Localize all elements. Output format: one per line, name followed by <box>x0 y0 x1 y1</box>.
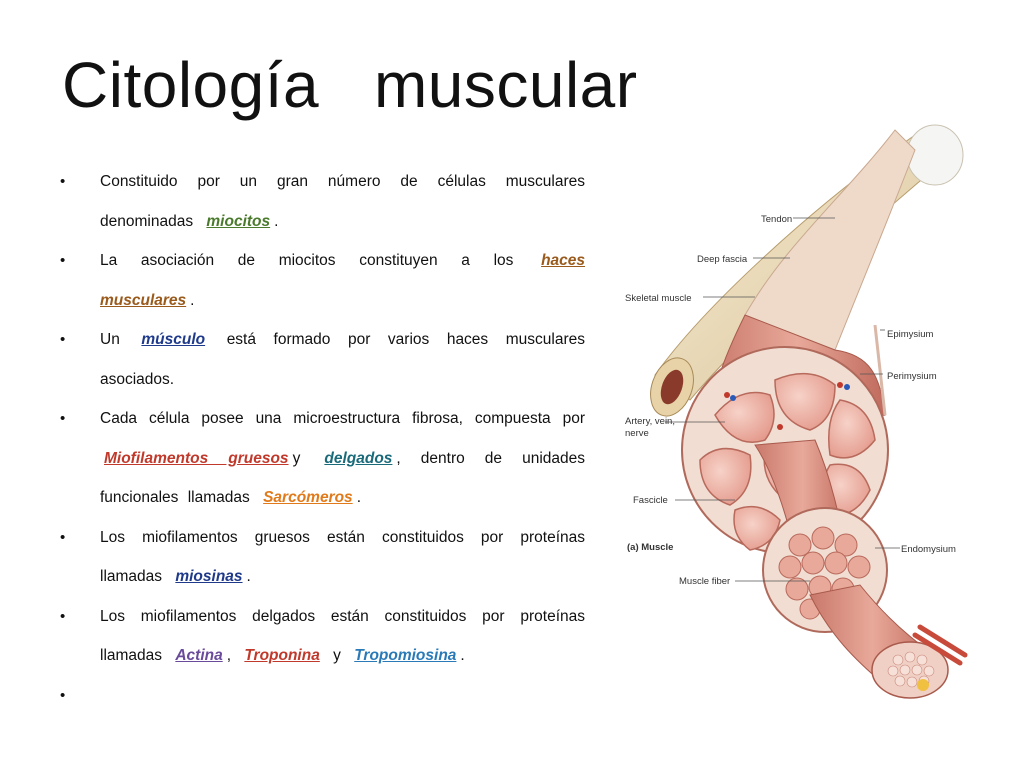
bullet-text: La asociación de miocitos constituyen a … <box>100 252 514 269</box>
bullet-item: • Cada célula posee una microestructura … <box>60 399 585 518</box>
label-muscle-fiber: Muscle fiber <box>679 576 730 587</box>
bullet-dot: • <box>60 607 66 625</box>
label-nerve: nerve <box>625 428 649 439</box>
bullet-text: Constituido por un gran número de célula… <box>100 173 585 230</box>
bullet-text: . <box>274 212 279 230</box>
muscle-fiber-drawing <box>809 584 968 699</box>
bullet-text: . <box>356 489 361 506</box>
bullet-text: , <box>226 647 232 664</box>
term-miosinas: miosinas <box>175 568 243 585</box>
bullet-text: . <box>246 568 251 585</box>
label-tendon: Tendon <box>761 214 792 225</box>
label-perimysium: Perimysium <box>887 371 937 382</box>
muscle-anatomy-illustration: Tendon Deep fascia Skeletal muscle Epimy… <box>625 124 968 699</box>
bullet-text: Los miofilamentos delgados están constit… <box>100 607 585 665</box>
term-tropomiosina: Tropomiosina <box>354 647 457 664</box>
bullet-item: • Los miofilamentos gruesos están consti… <box>60 518 585 597</box>
bullet-text: Un <box>100 331 120 348</box>
label-epimysium: Epimysium <box>887 329 934 340</box>
label-skeletal-muscle: Skeletal muscle <box>625 293 692 304</box>
bullet-text: . <box>460 647 465 664</box>
label-fascicle: Fascicle <box>633 495 668 506</box>
bullet-text: . <box>190 291 195 309</box>
term-haces-musculares: haces musculares <box>100 252 586 309</box>
bullet-text: y <box>292 449 301 467</box>
term-actina: Actina <box>175 647 223 664</box>
bullet-text: está formado por varios haces musculares… <box>100 331 585 388</box>
bullet-dot: • <box>60 252 66 269</box>
bullet-dot: • <box>60 686 66 704</box>
label-deep-fascia: Deep fascia <box>697 254 748 265</box>
bullet-dot: • <box>60 173 66 190</box>
bullet-item: • La asociación de miocitos constituyen … <box>60 241 585 320</box>
label-artery-vein: Artery, vein, <box>625 416 675 427</box>
label-endomysium: Endomysium <box>901 544 956 555</box>
bullet-dot: • <box>60 331 66 348</box>
figure-caption: (a) Muscle <box>627 542 673 553</box>
term-troponina: Troponina <box>244 647 320 664</box>
bullet-text: Los miofilamentos gruesos están constitu… <box>100 528 585 586</box>
bullet-item: • Un músculo está formado por varios hac… <box>60 320 585 399</box>
term-delgados: delgados <box>324 449 393 467</box>
bullet-text: y <box>333 647 341 664</box>
term-miofilamentos-gruesos: Miofilamentos gruesos <box>104 449 289 467</box>
leader-lines <box>665 217 900 582</box>
slide-title: Citología muscular <box>62 49 638 121</box>
bullet-text: , dentro de unidades funcionales llamada… <box>100 449 585 507</box>
term-musculo: músculo <box>141 331 206 348</box>
bullet-item: • Los miofilamentos delgados están const… <box>60 597 585 676</box>
bullet-dot: • <box>60 528 66 546</box>
term-sarcomeros: Sarcómeros <box>263 489 353 506</box>
term-miocitos: miocitos <box>206 212 271 230</box>
bullet-item: • Constituido por un gran número de célu… <box>60 162 585 241</box>
bullet-dot: • <box>60 410 66 427</box>
bullet-list: • Constituido por un gran número de célu… <box>60 162 585 704</box>
bullet-text: Cada célula posee una microestructura fi… <box>100 410 585 427</box>
